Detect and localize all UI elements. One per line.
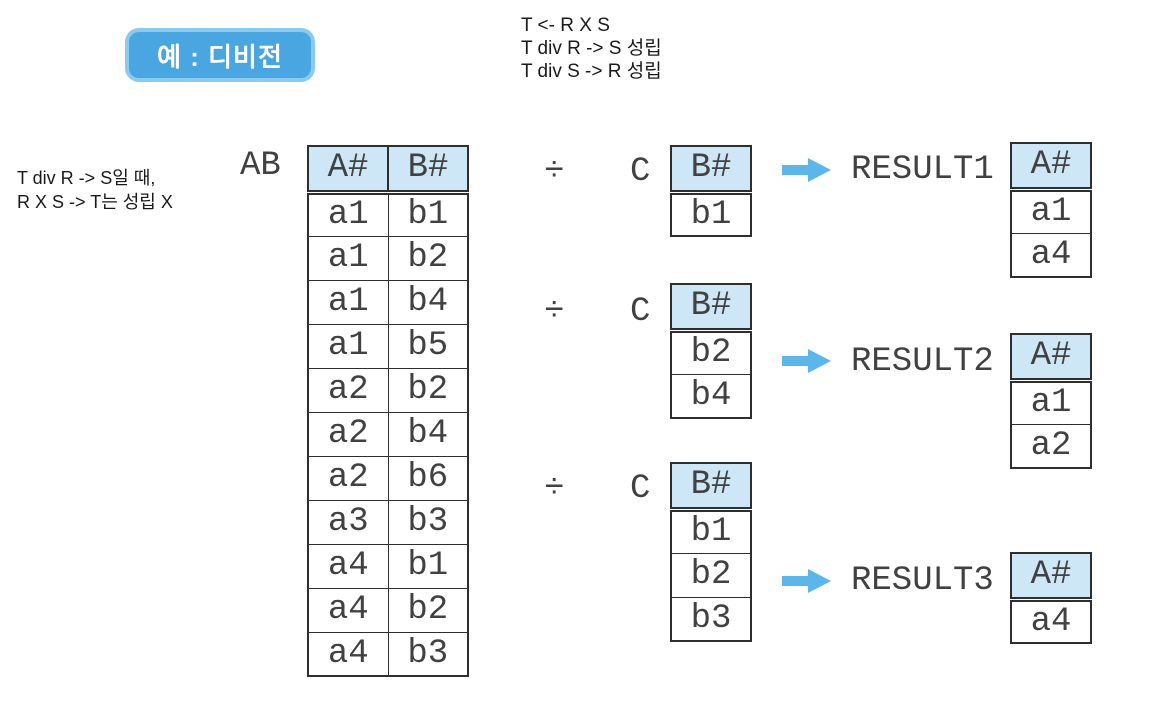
side-note-line-1: T div R -> S일 때, (17, 168, 156, 188)
result-col-header: A# (1010, 552, 1092, 602)
result-table-3: A# a4 (1010, 552, 1092, 644)
ab-table-label: AB (240, 147, 281, 185)
table-cell: a2 (307, 367, 389, 413)
side-note: T div R -> S일 때, R X S -> T는 성립 X (17, 166, 173, 214)
table-row: a1 (1010, 379, 1092, 425)
result-col-header: A# (1010, 142, 1092, 192)
table-cell: b2 (387, 367, 469, 413)
divisor-col-header: B# (670, 462, 752, 512)
ab-col-header-b: B# (387, 145, 469, 195)
title-badge-label: 예 : 디비전 (157, 41, 283, 72)
result-arrow-icon (782, 157, 832, 183)
table-cell: b1 (387, 543, 469, 589)
divide-operator: ÷ (544, 293, 565, 331)
divisor-table-3: B# b1 b2 b3 (670, 462, 752, 642)
table-cell: b3 (387, 631, 469, 677)
result-table-1: A# a1 a4 (1010, 142, 1092, 278)
result-arrow-icon (782, 568, 832, 594)
result-arrow-icon (782, 348, 832, 374)
table-cell: b4 (387, 411, 469, 457)
table-cell: a1 (307, 279, 389, 325)
table-cell: a1 (307, 191, 389, 237)
table-cell: b4 (670, 373, 752, 419)
table-row: b2 (670, 329, 752, 375)
table-cell: a1 (1010, 379, 1092, 425)
table-row: b1 (670, 508, 752, 554)
table-cell: b2 (670, 552, 752, 598)
result-header-row: A# (1010, 552, 1092, 602)
table-cell: b1 (670, 508, 752, 554)
result-table-2: A# a1 a2 (1010, 333, 1092, 469)
formula-note: T <- R X S T div R -> S 성립 T div S -> R … (521, 14, 662, 83)
divisor-col-header: B# (670, 145, 752, 195)
formula-line-3: T div S -> R 성립 (521, 61, 662, 82)
table-row: a2 (1010, 423, 1092, 469)
divisor-table-label: C (630, 153, 651, 191)
formula-line-2: T div R -> S 성립 (521, 38, 662, 59)
table-cell: a1 (307, 235, 389, 281)
table-cell: b4 (387, 279, 469, 325)
table-cell: a4 (1010, 598, 1092, 644)
table-row: b4 (670, 373, 752, 419)
result-label-3: RESULT3 (851, 562, 994, 600)
table-cell: b1 (387, 191, 469, 237)
result-header-row: A# (1010, 142, 1092, 192)
table-cell: a4 (1010, 232, 1092, 278)
formula-line-1: T <- R X S (521, 15, 610, 36)
table-cell: b2 (670, 329, 752, 375)
table-cell: a3 (307, 499, 389, 545)
table-cell: a4 (307, 543, 389, 589)
table-cell: b2 (387, 587, 469, 633)
ab-col-header-a: A# (307, 145, 389, 195)
divisor-table-2: B# b2 b4 (670, 283, 752, 419)
table-cell: a2 (1010, 423, 1092, 469)
table-cell: a2 (307, 455, 389, 501)
table-row: a4 (1010, 598, 1092, 644)
divisor-header-row: B# (670, 462, 752, 512)
divisor-col-header: B# (670, 283, 752, 333)
table-cell: b6 (387, 455, 469, 501)
divisor-header-row: B# (670, 145, 752, 195)
table-cell: b3 (387, 499, 469, 545)
table-row: a1 (1010, 188, 1092, 234)
divisor-table-label: C (630, 293, 651, 331)
title-badge: 예 : 디비전 (125, 28, 315, 82)
result-col-header: A# (1010, 333, 1092, 383)
table-cell: a2 (307, 411, 389, 457)
table-row: a4 (1010, 232, 1092, 278)
divide-operator: ÷ (544, 470, 565, 508)
result-header-row: A# (1010, 333, 1092, 383)
table-row: b1 (670, 191, 752, 237)
table-row: b2 (670, 552, 752, 598)
result-label-1: RESULT1 (851, 151, 994, 189)
side-note-line-2: R X S -> T는 성립 X (17, 192, 173, 212)
divisor-table-1: B# b1 (670, 145, 752, 237)
divisor-header-row: B# (670, 283, 752, 333)
table-cell: a4 (307, 587, 389, 633)
divisor-table-label: C (630, 470, 651, 508)
divide-operator: ÷ (544, 153, 565, 191)
table-cell: b5 (387, 323, 469, 369)
table-cell: b2 (387, 235, 469, 281)
result-label-2: RESULT2 (851, 343, 994, 381)
table-cell: b3 (670, 596, 752, 642)
ab-header-row: A# B# (307, 145, 469, 195)
table-cell: a4 (307, 631, 389, 677)
table-row: b3 (670, 596, 752, 642)
table-cell: a1 (307, 323, 389, 369)
table-cell: a1 (1010, 188, 1092, 234)
table-cell: b1 (670, 191, 752, 237)
